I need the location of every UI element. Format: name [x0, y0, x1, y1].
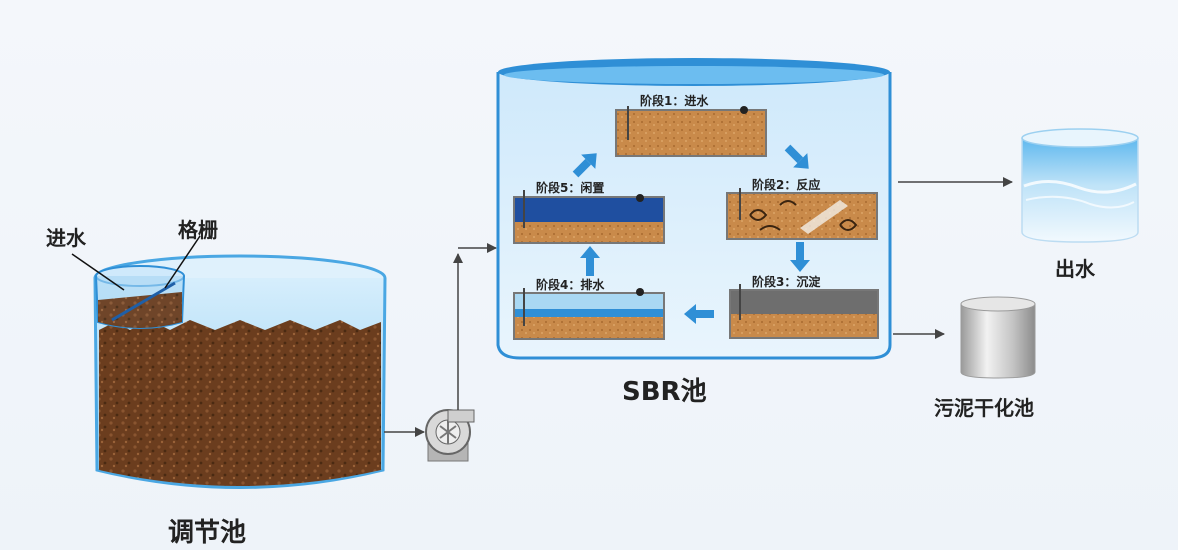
- pump-icon: [425, 409, 475, 462]
- outlet-label: 出水: [1055, 257, 1095, 281]
- stage-3-tank: [729, 284, 879, 339]
- stage-5-tank: [513, 190, 665, 244]
- grille-label: 格栅: [178, 218, 218, 242]
- inlet-label: 进水: [46, 226, 86, 250]
- stage-1-label: 阶段1：进水: [640, 94, 709, 108]
- stage-4-label: 阶段4：排水: [536, 278, 605, 292]
- cycle-arrows: [572, 144, 810, 324]
- stage-3-label: 阶段3：沉淀: [752, 275, 821, 289]
- stage-4-tank: [513, 288, 665, 340]
- stage-1-tank: [615, 106, 767, 157]
- stage-2-label: 阶段2：反应: [752, 178, 821, 192]
- sludge-drying-label: 污泥干化池: [934, 396, 1034, 420]
- equalization-tank-label: 调节池: [168, 518, 247, 548]
- sbr-tank-label: SBR池: [622, 377, 707, 407]
- clean-water-tank: [1021, 128, 1139, 243]
- sludge-drying-tank: [960, 296, 1036, 379]
- stage-2-tank: [726, 188, 878, 240]
- stage-5-label: 阶段5：闲置: [536, 181, 605, 195]
